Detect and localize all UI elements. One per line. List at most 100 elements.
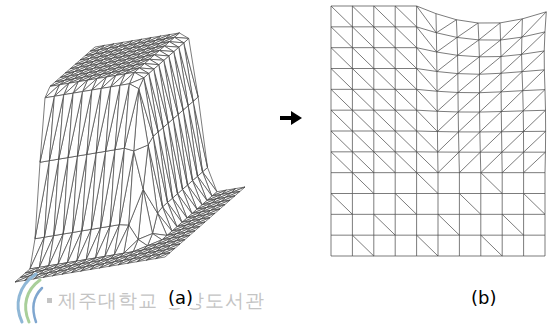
mesh-edge xyxy=(331,27,332,48)
mesh-edge xyxy=(374,6,395,27)
mesh-edge xyxy=(501,152,502,172)
mesh-edge xyxy=(417,256,438,257)
mesh-edge xyxy=(459,235,480,236)
mesh-edge xyxy=(374,256,395,257)
mesh-edge xyxy=(481,152,502,172)
mesh-edge xyxy=(331,152,332,173)
mesh-edge xyxy=(438,235,459,236)
mesh-edge xyxy=(395,173,396,194)
mesh-triangle xyxy=(134,145,148,189)
mesh-edge xyxy=(458,57,480,74)
mesh-edge xyxy=(545,235,546,256)
mesh-edge xyxy=(417,235,438,236)
mesh-edge xyxy=(545,173,546,194)
mesh-edge xyxy=(479,73,501,75)
mesh-edge xyxy=(438,235,439,256)
mesh-edge xyxy=(331,235,332,256)
mesh-edge xyxy=(395,6,416,27)
mesh-edge xyxy=(480,152,482,172)
mesh-edge xyxy=(501,72,522,74)
mesh-edge xyxy=(502,214,523,235)
mesh-edge xyxy=(352,26,373,27)
mesh-edge xyxy=(500,23,501,40)
mesh-edge xyxy=(395,48,396,69)
mesh-edge xyxy=(502,256,523,257)
mesh-edge xyxy=(416,6,417,27)
mesh-edge xyxy=(501,54,522,56)
mesh-edge xyxy=(522,32,545,37)
mesh-edge xyxy=(352,6,353,27)
mesh-edge xyxy=(331,69,352,90)
mesh-edge xyxy=(522,12,546,37)
mesh-edge xyxy=(352,256,373,257)
mesh-edge xyxy=(438,193,459,194)
mesh-edge xyxy=(481,193,502,194)
mesh-edge xyxy=(416,214,417,235)
mesh-edge xyxy=(331,152,352,173)
mesh-edge xyxy=(373,152,374,173)
mesh-edge xyxy=(544,70,546,90)
mesh-edge xyxy=(438,152,459,153)
mesh-edge xyxy=(352,173,373,194)
mesh-edge xyxy=(545,110,546,131)
mesh-edge xyxy=(331,194,332,215)
mesh-edge xyxy=(544,32,546,51)
mesh-edge xyxy=(438,194,439,215)
mesh-edge xyxy=(524,172,545,173)
mesh-edge xyxy=(459,256,480,257)
mesh-edge xyxy=(545,131,546,152)
mesh-edge xyxy=(331,235,352,236)
mesh-edge xyxy=(501,73,502,92)
mesh-edge xyxy=(522,32,545,54)
mesh-edge xyxy=(417,110,438,131)
mesh-edge xyxy=(459,194,460,215)
mesh-edge xyxy=(395,214,416,215)
mesh-edge xyxy=(417,131,438,133)
mesh-edge xyxy=(417,131,438,152)
mesh-edge xyxy=(521,19,523,37)
mesh-edge xyxy=(395,48,416,69)
mesh-edge xyxy=(479,39,501,40)
mesh-edge xyxy=(374,89,395,110)
mesh-edge xyxy=(458,55,480,57)
mesh-edge xyxy=(456,20,478,23)
mesh-edge xyxy=(395,235,396,256)
mesh-edge xyxy=(544,51,545,70)
mesh-edge xyxy=(352,214,373,215)
mesh-edge xyxy=(524,256,545,257)
mesh-edge xyxy=(502,131,524,152)
mesh-edge xyxy=(374,69,395,90)
mesh-edge xyxy=(374,48,395,69)
mesh-edge xyxy=(479,57,480,74)
mesh-edge xyxy=(459,152,480,153)
mesh-edge xyxy=(437,37,457,52)
mesh-edge xyxy=(502,173,503,194)
mesh-edge xyxy=(523,110,545,131)
mesh-edge xyxy=(481,235,502,236)
mesh-edge xyxy=(395,6,396,27)
mesh-edge xyxy=(352,214,353,235)
mesh-edge xyxy=(374,26,395,27)
mesh-edge xyxy=(395,131,416,132)
mesh-edge xyxy=(417,6,437,33)
mesh-edge xyxy=(352,131,353,152)
mesh-edge xyxy=(458,111,479,112)
mesh-edge xyxy=(395,256,416,257)
mesh-edge xyxy=(522,70,544,72)
mesh-edge xyxy=(331,172,352,173)
mesh-edge xyxy=(331,27,352,48)
mesh-edge xyxy=(457,93,458,112)
mesh-edge xyxy=(395,110,396,131)
mesh-edge xyxy=(352,48,353,69)
mesh-edge xyxy=(331,6,352,27)
mesh-edge xyxy=(459,172,480,173)
mesh-edge xyxy=(352,6,373,7)
mesh-edge xyxy=(331,194,352,215)
mesh-edge xyxy=(331,110,352,131)
mesh-edge xyxy=(480,214,481,235)
mesh-edge xyxy=(374,27,395,48)
mesh-edge xyxy=(395,69,416,90)
mesh-edge xyxy=(331,68,352,69)
mesh-edge xyxy=(417,27,437,52)
mesh-edge xyxy=(502,131,524,132)
